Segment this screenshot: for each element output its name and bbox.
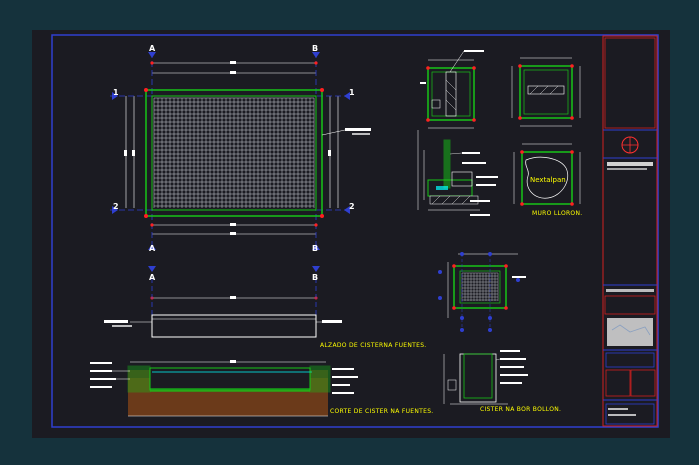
label-corte: CORTE DE CISTER NA FUENTES.: [330, 408, 434, 415]
axis-label-b-top: B: [312, 44, 319, 53]
detail-plan-small-2: [511, 57, 581, 127]
axis-label-1-left: 1: [113, 88, 119, 97]
section-view: [90, 360, 358, 417]
borbollon-section: [443, 350, 528, 405]
label-borbollon: CISTER NA BOR BOLLON.: [480, 406, 562, 413]
sheet-border: [51, 34, 659, 428]
title-block: [602, 35, 658, 427]
detail-muro-lloron: [513, 143, 581, 206]
axis-label-a-top: A: [149, 44, 156, 53]
detail-plan-small-1: [420, 50, 484, 129]
label-muro-lloron: MURO LLORON.: [532, 210, 583, 217]
axis-markers: [112, 52, 350, 272]
plan-view: [110, 52, 371, 250]
axis-label-a-bottom: A: [149, 244, 156, 253]
axis-label-b-elev: B: [312, 273, 319, 282]
elevation-view: [104, 278, 342, 338]
axis-label-a-elev: A: [149, 273, 156, 282]
axis-label-b-bottom: B: [312, 244, 319, 253]
borbollon-plan: [438, 252, 526, 332]
detail-section-wall: [417, 130, 498, 216]
axis-label-1-right: 1: [349, 88, 355, 97]
label-alzado: ALZADO DE CISTERNA FUENTES.: [320, 342, 427, 349]
axis-label-2-right: 2: [349, 202, 355, 211]
stamp-text: Nextalpan: [530, 176, 566, 184]
axis-label-2-left: 2: [113, 202, 119, 211]
